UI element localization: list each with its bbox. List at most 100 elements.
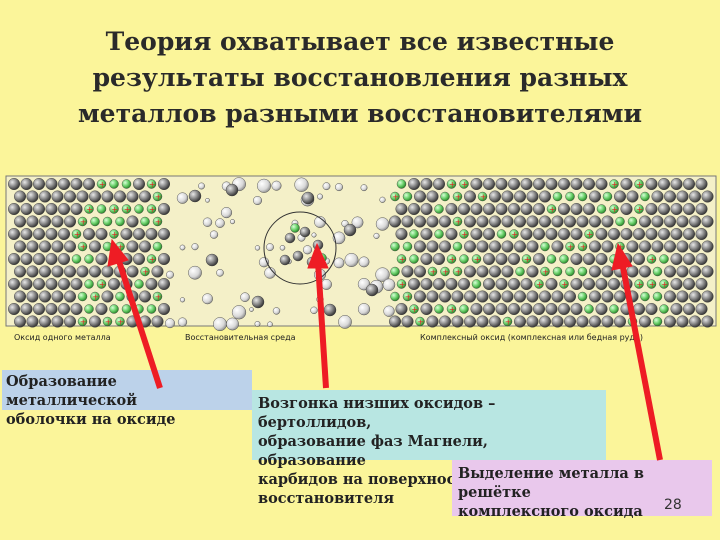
metal-atom xyxy=(77,291,88,302)
oxide-atom xyxy=(439,290,452,303)
charge-sign: + xyxy=(124,205,131,214)
metal-atom xyxy=(609,304,619,314)
oxide-atom xyxy=(20,203,33,216)
gas-bubble xyxy=(257,178,271,193)
oxide-atom xyxy=(464,315,477,328)
gas-bubble xyxy=(310,306,318,314)
metal-atom xyxy=(577,266,588,277)
oxide-atom xyxy=(683,203,696,216)
gas-bubble xyxy=(311,232,317,238)
oxide-atom xyxy=(157,203,170,216)
callout-3-line-1: Выделение металла в решётке xyxy=(458,465,644,501)
oxide-atom xyxy=(670,177,683,191)
charge-sign: + xyxy=(455,218,462,227)
metal-atom xyxy=(77,316,88,327)
oxide-atom xyxy=(558,228,571,241)
reducer-ring xyxy=(263,211,337,285)
oxide-atom xyxy=(414,190,427,203)
metal-atom xyxy=(409,254,419,264)
atom-layer: ++++++++++++++++++++++++++++++++++++++++… xyxy=(5,175,717,331)
oxide-atom xyxy=(76,265,89,278)
metal-atom xyxy=(552,266,563,277)
metal-atom xyxy=(390,266,400,277)
oxide-atom xyxy=(551,215,564,228)
oxide-atom xyxy=(7,177,21,191)
oxide-atom xyxy=(689,190,702,203)
charge-sign: + xyxy=(480,193,487,202)
oxide-atom xyxy=(626,290,639,303)
oxide-atom xyxy=(39,265,52,278)
charge-sign: + xyxy=(649,280,656,289)
reducer-particle xyxy=(323,303,337,317)
gas-bubble xyxy=(226,317,239,331)
oxide-atom xyxy=(495,302,508,315)
metal-atom xyxy=(96,279,107,289)
gas-bubble xyxy=(266,243,274,251)
gas-bubble xyxy=(179,297,186,303)
oxide-atom xyxy=(576,215,589,228)
charge-sign: + xyxy=(99,280,106,289)
metal-atom xyxy=(115,291,125,302)
metal-atom xyxy=(459,254,469,264)
oxide-atom xyxy=(126,290,139,303)
oxide-atom xyxy=(132,228,145,241)
oxide-atom xyxy=(626,265,639,278)
oxide-atom xyxy=(489,265,502,278)
oxide-atom xyxy=(526,190,539,203)
metal-atom xyxy=(515,266,525,277)
oxide-atom xyxy=(614,290,627,303)
oxide-atom xyxy=(551,240,564,253)
oxide-atom xyxy=(63,215,76,228)
metal-atom xyxy=(109,229,119,239)
metal-atom xyxy=(559,254,569,264)
charge-sign: + xyxy=(449,305,456,314)
callout-sublimation: Возгонка низших оксидов – бертоллидов, о… xyxy=(252,390,606,507)
charge-sign: + xyxy=(405,293,412,302)
metal-atom xyxy=(109,304,119,314)
oxide-atom xyxy=(157,302,170,315)
oxide-atom xyxy=(545,177,558,191)
gas-bubble xyxy=(271,180,282,191)
metal-atom xyxy=(140,216,150,227)
gas-bubble xyxy=(316,295,324,303)
metal-atom xyxy=(546,254,557,264)
gas-bubble xyxy=(267,321,273,328)
charge-sign: + xyxy=(155,293,162,302)
metal-atom xyxy=(521,254,532,264)
oxide-atom xyxy=(470,203,483,216)
charge-sign: + xyxy=(74,230,81,239)
oxide-atom xyxy=(420,252,433,265)
oxide-atom xyxy=(132,177,145,191)
oxide-atom xyxy=(589,240,602,253)
oxide-atom xyxy=(7,252,21,265)
charge-sign: + xyxy=(105,318,112,327)
oxide-atom xyxy=(476,315,489,328)
metal-atom xyxy=(609,204,619,214)
oxide-atom xyxy=(13,290,27,303)
oxide-atom xyxy=(614,315,627,328)
oxide-atom xyxy=(13,240,27,253)
oxide-atom xyxy=(620,203,633,216)
charge-sign: + xyxy=(505,318,512,327)
gas-bubble xyxy=(198,182,205,190)
oxide-atom xyxy=(683,228,696,241)
reducer-particle xyxy=(301,191,315,205)
oxide-atom xyxy=(589,290,602,303)
oxide-atom xyxy=(526,265,539,278)
gas-bubble xyxy=(254,321,261,327)
oxide-atom xyxy=(620,177,633,191)
gas-bubble xyxy=(358,256,370,268)
charge-sign: + xyxy=(399,280,406,289)
charge-sign: + xyxy=(411,305,418,314)
oxide-atom xyxy=(464,190,477,203)
oxide-atom xyxy=(608,277,621,290)
charge-sign: + xyxy=(155,218,162,227)
oxide-atom xyxy=(533,177,546,191)
metal-atom xyxy=(390,191,400,202)
oxide-atom xyxy=(501,190,514,203)
oxide-atom xyxy=(58,203,71,216)
title-line-2: результаты восстановления разных xyxy=(92,63,628,92)
oxide-atom xyxy=(520,228,533,241)
oxide-atom xyxy=(157,228,170,241)
oxide-atom xyxy=(389,215,402,228)
